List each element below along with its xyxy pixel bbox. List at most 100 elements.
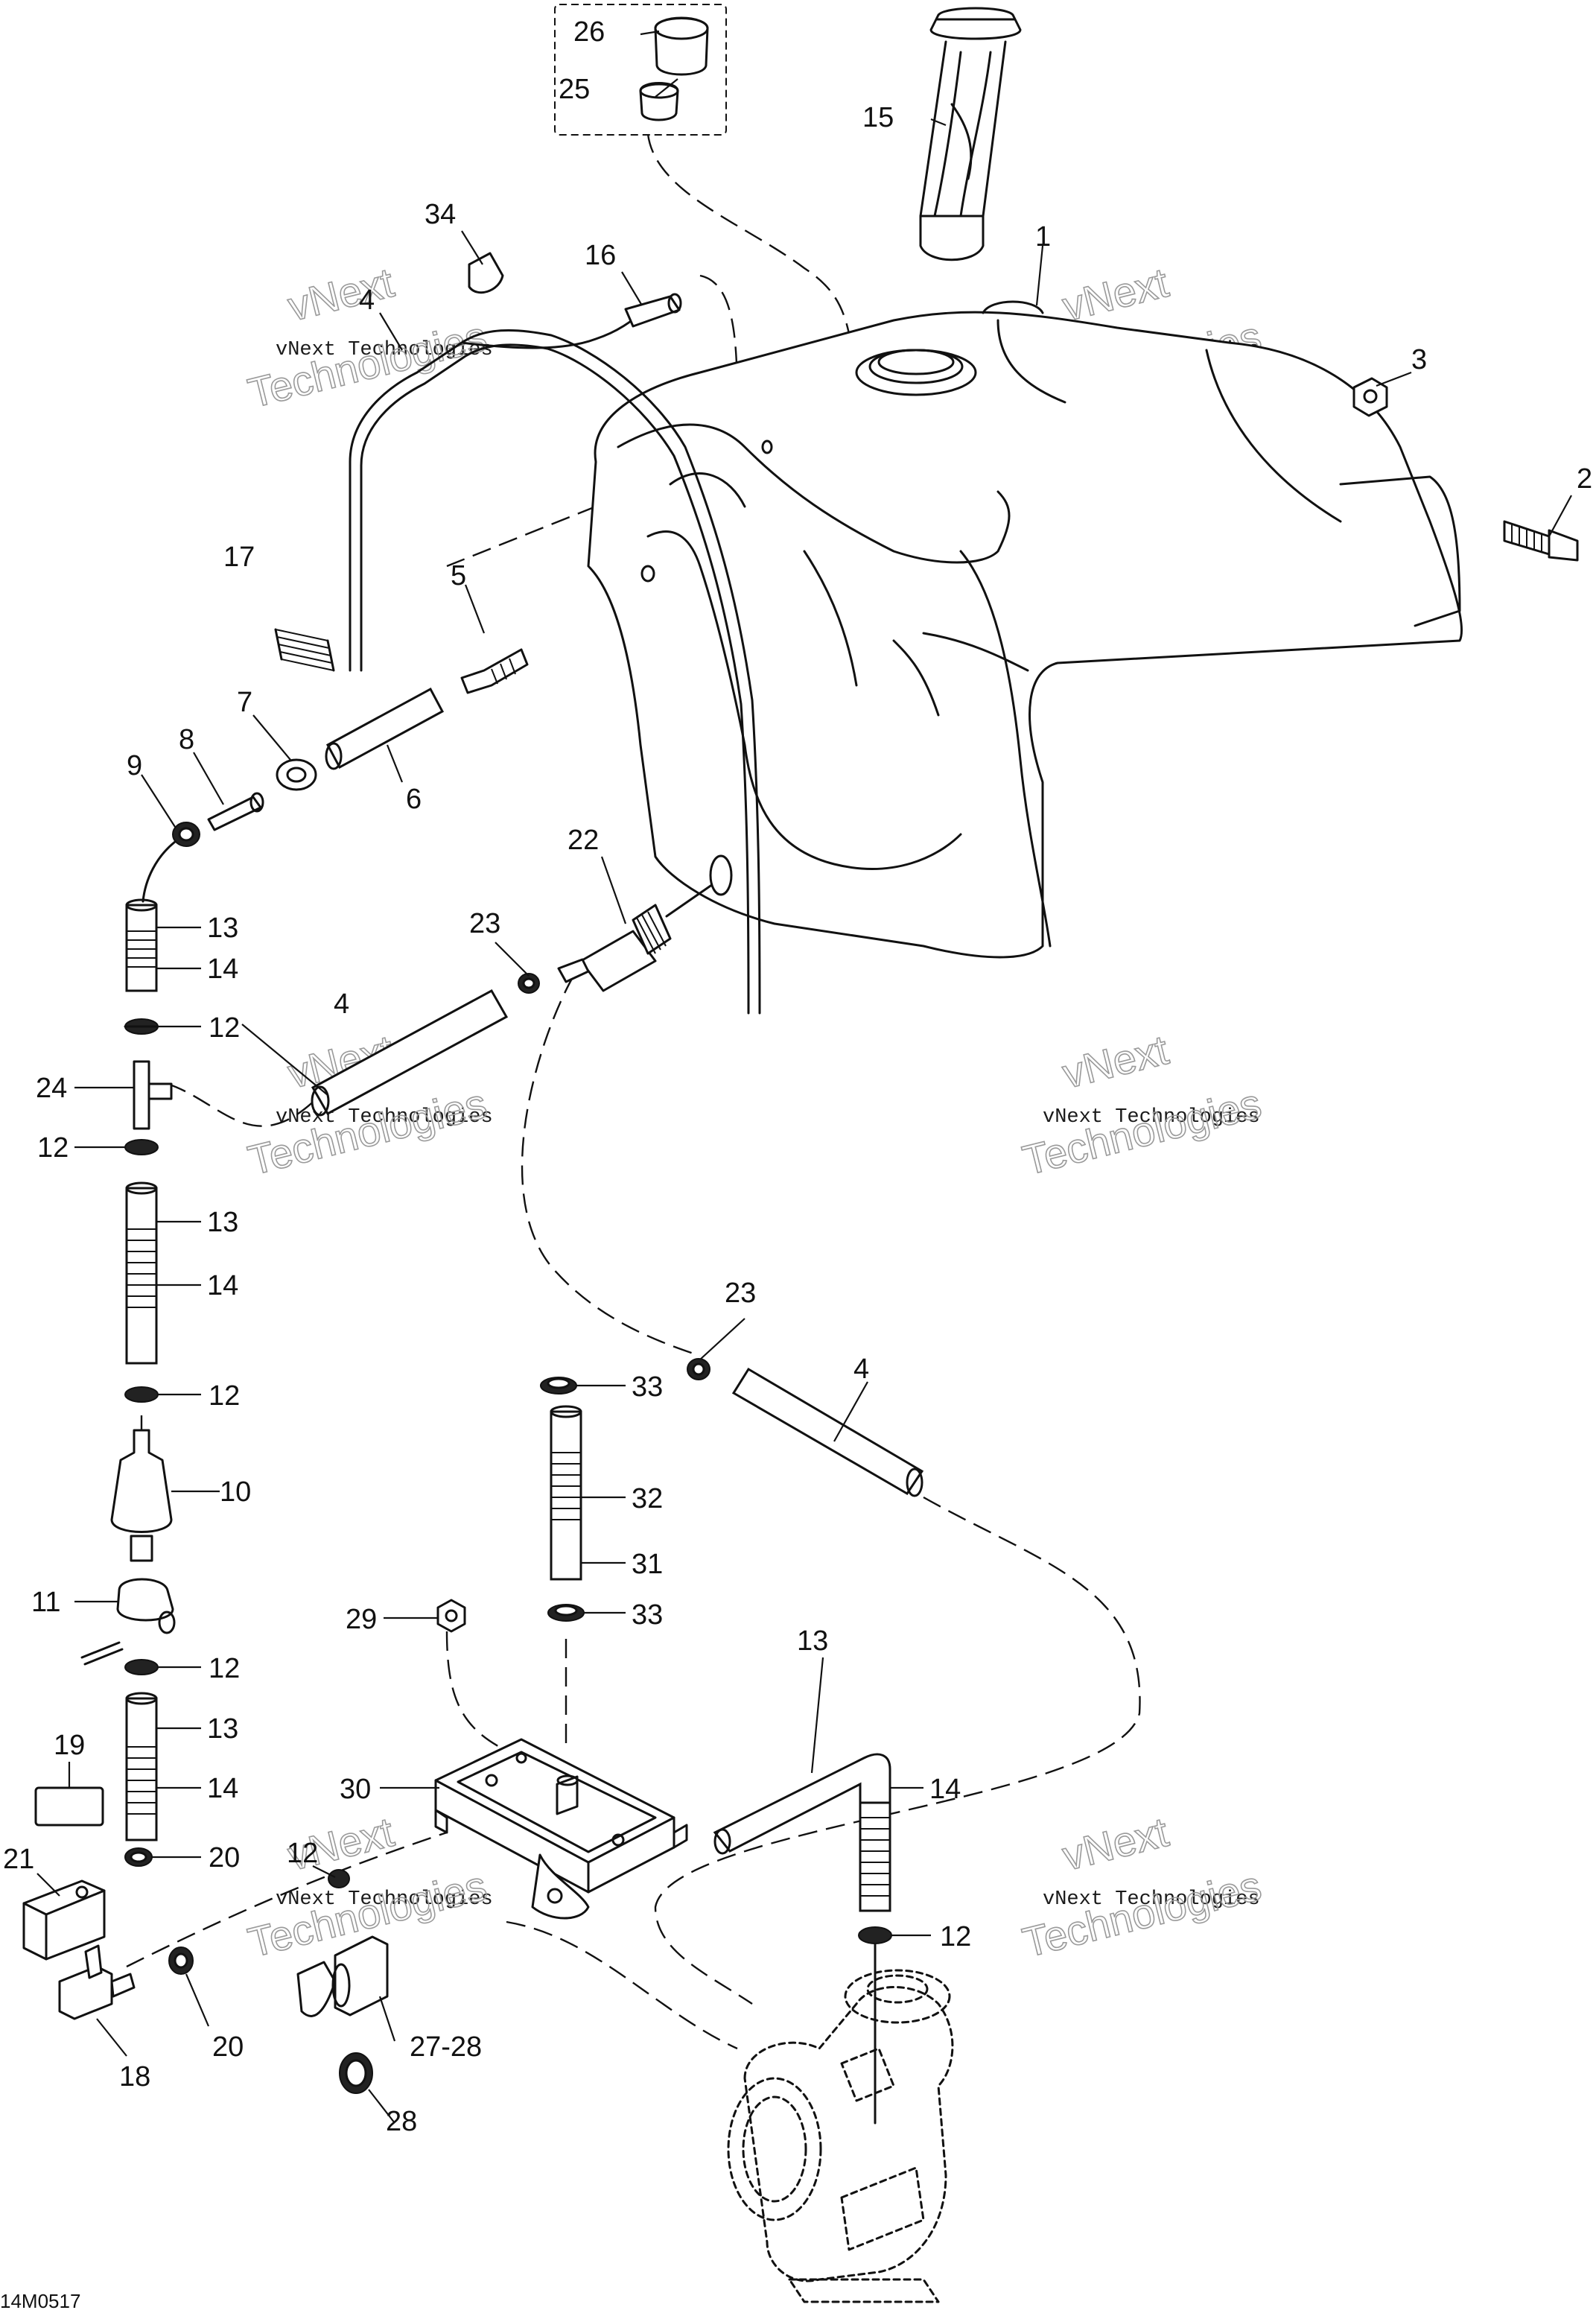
- callout-5: 5: [451, 560, 466, 591]
- part-4-hose-mid: [311, 989, 509, 1117]
- route-primer-down: [521, 975, 701, 1357]
- callout-23-a: 23: [469, 908, 500, 939]
- callout-1: 1: [1035, 221, 1051, 253]
- callout-12-d: 12: [209, 1653, 240, 1684]
- part-9-clamp: [172, 822, 200, 847]
- callout-25: 25: [559, 74, 590, 105]
- part-13-hose-lower: [125, 1692, 158, 1841]
- part-13-hose-upper: [125, 898, 158, 992]
- callout-20-a: 20: [209, 1842, 240, 1873]
- watermark-text: vNext Technologies: [276, 339, 493, 361]
- callout-7: 7: [237, 687, 252, 718]
- callout-12-b: 12: [37, 1132, 69, 1164]
- part-12-clamp-d: [124, 1659, 159, 1675]
- part-25-plug: [639, 82, 679, 121]
- part-11-bracket: [80, 1578, 176, 1666]
- part-15-fuel-gauge: [919, 7, 1022, 261]
- part-23-clamp-b: [687, 1358, 710, 1380]
- part-33-clamp-a: [540, 1377, 577, 1395]
- part-1-fuel-tank: [587, 300, 1463, 959]
- callout-15: 15: [862, 102, 894, 133]
- part-33-clamp-b: [547, 1604, 585, 1622]
- route-lower-left: [126, 1831, 448, 1968]
- callout-33-b: 33: [632, 1599, 663, 1631]
- part-27-28-connector: [296, 1935, 389, 2017]
- callout-19: 19: [54, 1730, 85, 1761]
- watermark-line2: Technologies: [1018, 1079, 1265, 1184]
- callout-labels: 1 2 3 4 5 6 7 8 9 13 14 12 24 12 13 14 1…: [3, 16, 1592, 2137]
- part-6-hose: [325, 687, 445, 770]
- part-32-hose: [550, 1405, 582, 1581]
- callout-34: 34: [425, 199, 456, 230]
- callout-14-c: 14: [207, 1773, 238, 1804]
- callout-20-b: 20: [212, 2031, 244, 2063]
- watermark-line2: Technologies: [1018, 1862, 1265, 1966]
- callout-14-a: 14: [207, 954, 238, 985]
- part-14-hose-right: [859, 1801, 891, 1912]
- part-12-clamp-b: [124, 1139, 159, 1155]
- watermark-line1: vNext: [283, 258, 398, 330]
- part-13-hose-right: [713, 1753, 891, 1855]
- part-12-clamp-a: [124, 1018, 159, 1035]
- callout-13-a: 13: [207, 913, 238, 944]
- part-10-fuel-filter: [110, 1429, 173, 1562]
- part-2-bolt: [1503, 520, 1579, 562]
- callout-18: 18: [119, 2061, 150, 2093]
- part-16-fitting: [624, 293, 682, 328]
- part-12-clamp-c: [124, 1386, 159, 1403]
- leader-lines: [36, 30, 1572, 2124]
- route-hose-to-carb: [654, 1496, 1141, 2005]
- callout-10: 10: [220, 1476, 251, 1508]
- watermark-line1: vNext: [1058, 258, 1173, 330]
- callout-31: 31: [632, 1549, 663, 1580]
- callout-4-mid: 4: [334, 989, 349, 1020]
- part-12-clamp-f: [858, 1926, 892, 1944]
- part-5-fitting: [460, 648, 529, 694]
- callout-30: 30: [340, 1774, 371, 1805]
- watermark-text: vNext Technologies: [1043, 1888, 1260, 1911]
- part-4-hose-lower: [731, 1367, 924, 1497]
- watermark-bottom-right: vNext vNext Technologies Technologies: [1017, 1807, 1266, 1967]
- callout-26: 26: [573, 16, 605, 48]
- part-21-block: [22, 1879, 106, 1961]
- callout-9: 9: [127, 750, 142, 781]
- part-19-label: [34, 1786, 104, 1827]
- callout-2: 2: [1577, 463, 1592, 495]
- callout-12-f: 12: [940, 1921, 971, 1952]
- callout-32: 32: [632, 1483, 663, 1514]
- part-12-clamp-e: [328, 1869, 350, 1888]
- part-24-tee: [133, 1060, 173, 1130]
- part-28-ring: [339, 2052, 373, 2094]
- callout-16: 16: [585, 240, 616, 271]
- callout-4-lower: 4: [853, 1354, 869, 1385]
- watermark-line1: vNext: [1058, 1808, 1173, 1879]
- callout-14-d: 14: [929, 1774, 961, 1805]
- watermark-text: vNext Technologies: [1043, 1106, 1260, 1129]
- callout-13-b: 13: [207, 1207, 238, 1238]
- part-26-cap: [654, 16, 709, 76]
- route-bolt-to-pump: [445, 1631, 507, 1752]
- watermark-mid-right: vNext vNext Technologies Technologies: [1017, 1025, 1266, 1184]
- part-34-clip: [468, 252, 504, 294]
- callout-12-a: 12: [209, 1012, 240, 1044]
- callout-17: 17: [223, 542, 255, 573]
- routing-lines: [126, 133, 1141, 2050]
- part-22-primer: [557, 854, 733, 992]
- tube-9-to-13: [142, 840, 177, 903]
- part-3-nut: [1352, 377, 1388, 417]
- vent-tube-inner: [360, 343, 750, 1015]
- watermark-line1: vNext: [1058, 1026, 1173, 1097]
- callout-22: 22: [567, 825, 599, 856]
- part-23-clamp-a: [518, 973, 540, 994]
- route-filter-to-carb: [506, 1920, 738, 2050]
- part-7-grommet: [276, 758, 317, 791]
- vent-tube-upper: [460, 311, 642, 349]
- vent-tube: [349, 329, 761, 1015]
- reference-code: 14M0517: [0, 2290, 80, 2312]
- carburetor-outline: [727, 1969, 954, 2303]
- part-20-clamp-b: [168, 1946, 194, 1975]
- callout-23-b: 23: [725, 1278, 756, 1309]
- callout-4-top: 4: [359, 285, 375, 316]
- watermark-text: vNext Technologies: [276, 1888, 493, 1911]
